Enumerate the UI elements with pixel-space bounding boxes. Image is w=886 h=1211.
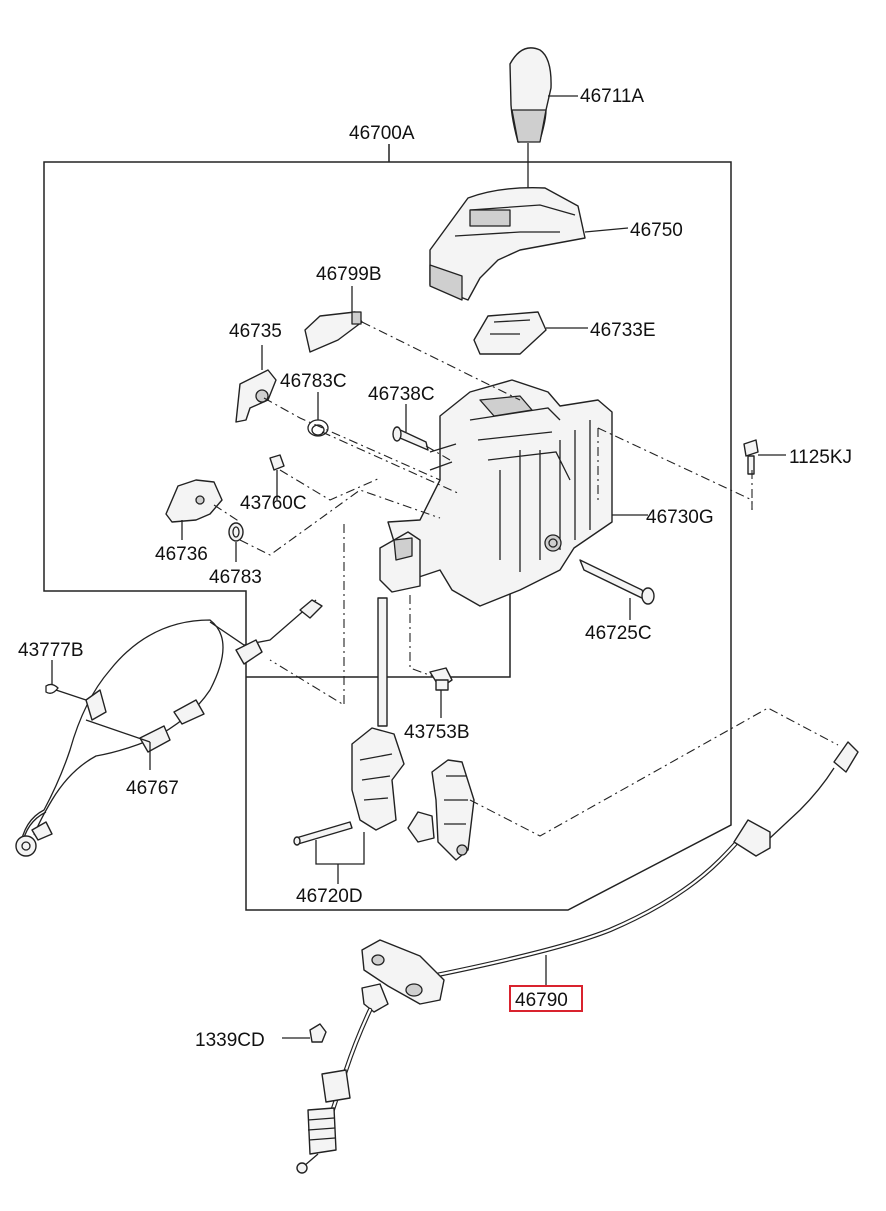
label-1339CD: 1339CD bbox=[195, 1030, 265, 1051]
pin-46725C bbox=[579, 559, 655, 620]
position-plate bbox=[473, 311, 588, 355]
label-46790: 46790 bbox=[515, 990, 568, 1011]
label-1125KJ: 1125KJ bbox=[789, 447, 852, 468]
spring-46783C bbox=[307, 392, 329, 437]
assembly-guide-lines bbox=[213, 321, 839, 837]
label-43777B: 43777B bbox=[18, 640, 84, 661]
label-46720D: 46720D bbox=[296, 886, 363, 907]
label-46767: 46767 bbox=[126, 778, 179, 799]
label-46738C: 46738C bbox=[368, 384, 435, 405]
label-46700A: 46700A bbox=[349, 123, 415, 144]
highlight-box-46790 bbox=[509, 985, 583, 1012]
subassembly-frame-46720D bbox=[246, 592, 511, 678]
label-46733E: 46733E bbox=[590, 320, 656, 341]
lock-lever bbox=[235, 345, 277, 423]
indicator-cover bbox=[429, 187, 629, 301]
cam-46736 bbox=[165, 479, 223, 540]
shift-knob bbox=[509, 47, 552, 208]
label-46711A: 46711A bbox=[580, 86, 644, 107]
label-46735: 46735 bbox=[229, 321, 282, 342]
pin-46738C bbox=[392, 404, 429, 451]
label-46750: 46750 bbox=[630, 220, 683, 241]
label-46783C: 46783C bbox=[280, 371, 347, 392]
nut-1339CD bbox=[282, 1023, 327, 1043]
spring-46783 bbox=[228, 522, 244, 562]
label-43753B: 43753B bbox=[404, 722, 470, 743]
shift-lever-assembly bbox=[293, 597, 475, 884]
bushing-43753B bbox=[429, 667, 453, 718]
assembly-frame-46700A bbox=[43, 144, 732, 911]
label-46725C: 46725C bbox=[585, 623, 652, 644]
nut-43760C bbox=[269, 454, 285, 500]
label-46730G: 46730G bbox=[646, 507, 714, 528]
label-43760C: 43760C bbox=[240, 493, 307, 514]
label-46799B: 46799B bbox=[316, 264, 382, 285]
shift-cable-46790 bbox=[296, 741, 859, 1174]
interlock-cable-46767 bbox=[15, 599, 323, 857]
label-46736: 46736 bbox=[155, 544, 208, 565]
slider-plate bbox=[304, 286, 363, 353]
bolt-1125KJ bbox=[743, 439, 786, 475]
shift-bracket-assembly bbox=[379, 379, 648, 607]
label-46783: 46783 bbox=[209, 567, 262, 588]
